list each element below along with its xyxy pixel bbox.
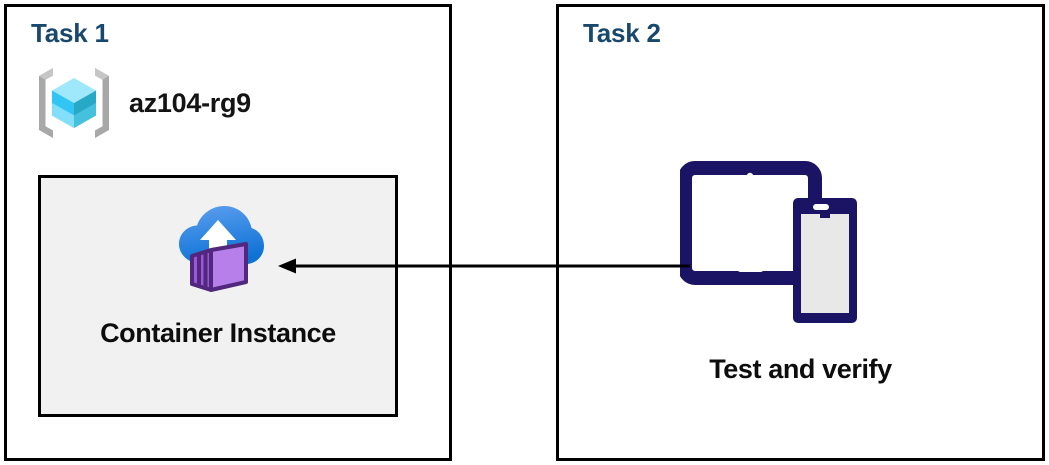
resource-group-row: az104-rg9 — [33, 62, 251, 144]
container-instance-box: Container Instance — [38, 175, 398, 417]
panel-title-task-1: Task 1 — [31, 18, 109, 48]
azure-container-instance-icon — [179, 206, 264, 292]
azure-resource-group-icon — [39, 68, 109, 138]
panel-task-1 — [4, 4, 452, 461]
panel-task-2 — [556, 4, 1045, 461]
test-and-verify-label: Test and verify — [709, 354, 892, 384]
panel-title-task-2: Task 2 — [583, 18, 661, 48]
devices-tablet-phone-icon — [680, 161, 857, 323]
resource-group-label: az104-rg9 — [129, 87, 251, 118]
container-instance-label: Container Instance — [100, 318, 336, 348]
